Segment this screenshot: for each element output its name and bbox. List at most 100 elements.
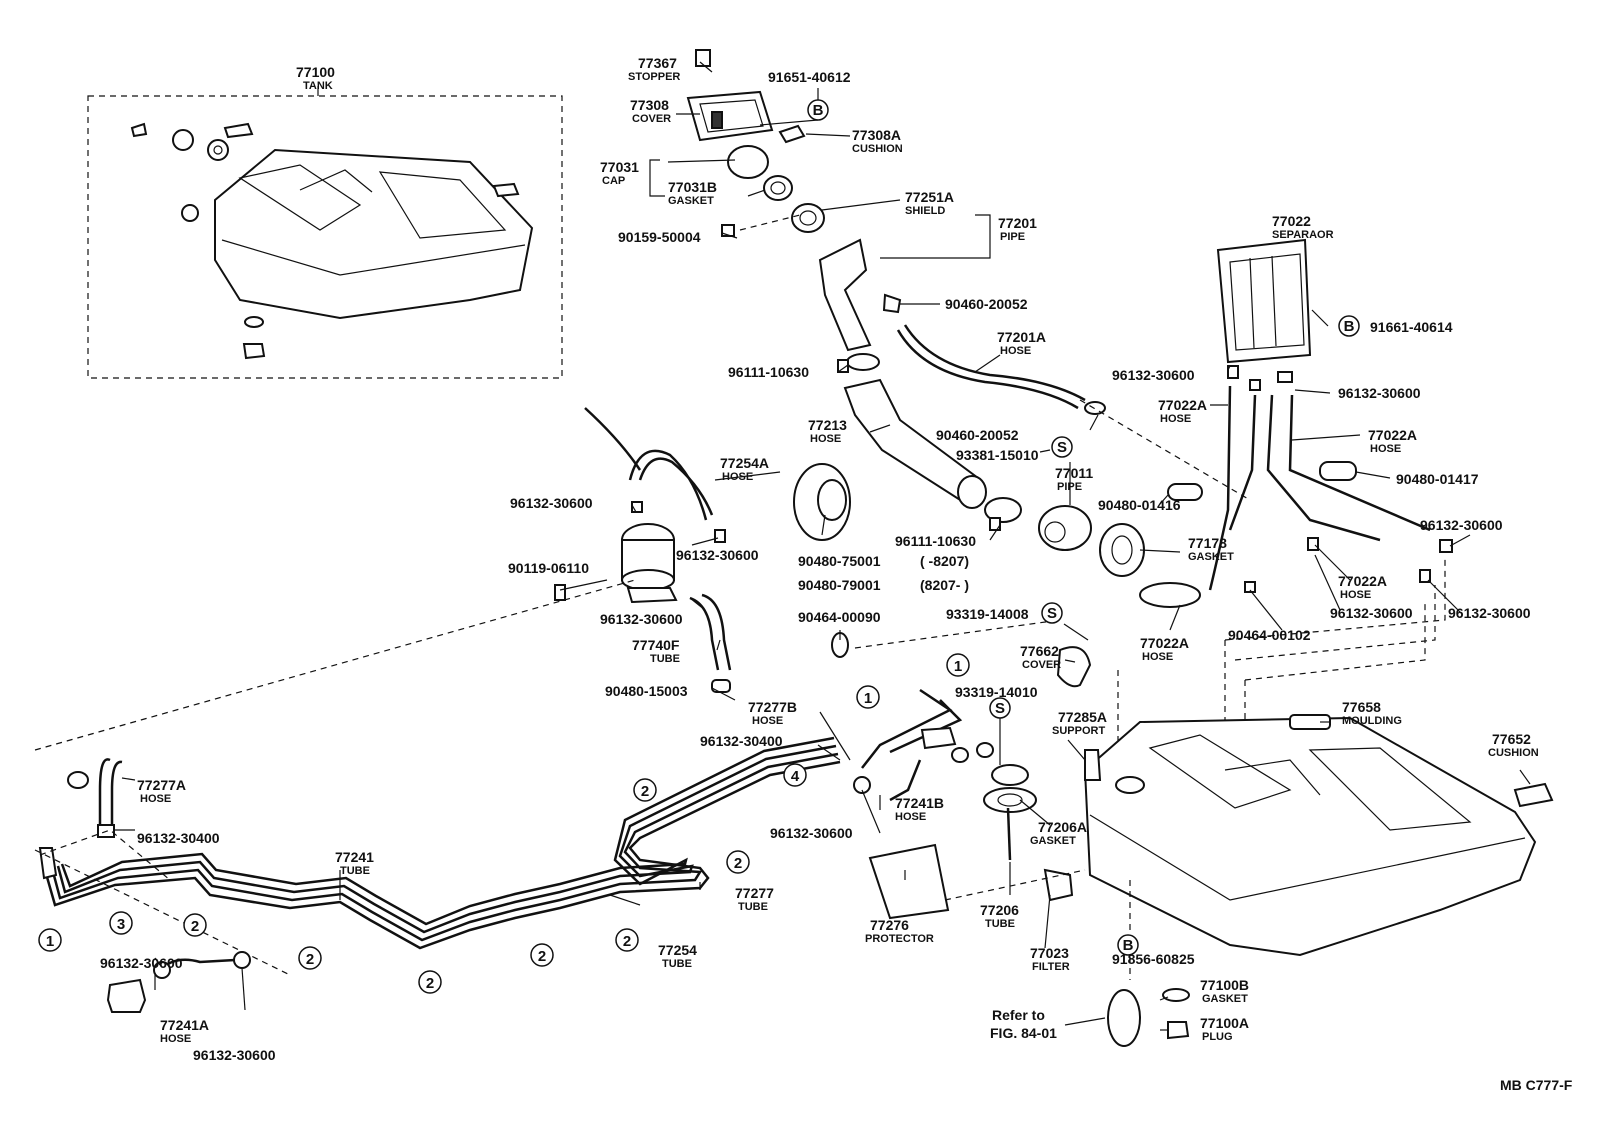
label-77652-num: 77652 xyxy=(1492,731,1531,747)
label-77206A-name: GASKET xyxy=(1030,835,1076,847)
callout-4: 4 xyxy=(791,768,800,785)
fuel-tube-bundle xyxy=(43,760,841,950)
fuel-cap xyxy=(727,145,769,179)
label-77100B-name: GASKET xyxy=(1202,993,1248,1005)
fuel-tank-main xyxy=(1083,716,1537,957)
center-fittings xyxy=(831,619,1102,920)
label-77031B-num: 77031B xyxy=(668,179,717,195)
breather-hose xyxy=(903,324,1086,402)
leader-lines xyxy=(115,61,1531,1031)
label-77241B-name: HOSE xyxy=(895,811,926,823)
label-91661-num: 91661-40614 xyxy=(1370,319,1453,335)
label-77241A-name: HOSE xyxy=(160,1033,191,1045)
label-90464-00090-num: 90464-00090 xyxy=(798,609,881,625)
callout-S: S xyxy=(1047,605,1057,622)
label-77213-num: 77213 xyxy=(808,417,847,433)
label-77308-name: COVER xyxy=(632,113,671,125)
main-fuel-tank xyxy=(1083,714,1554,1047)
label-77201A-num: 77201A xyxy=(997,329,1046,345)
label-77241-num: 77241 xyxy=(335,849,374,865)
label-77285A-num: 77285A xyxy=(1058,709,1107,725)
label-77285A-name: SUPPORT xyxy=(1052,725,1105,737)
label-77241B-num: 77241B xyxy=(895,795,944,811)
label-77100B-num: 77100B xyxy=(1200,977,1249,993)
label-90460b-num: 90460-20052 xyxy=(936,427,1019,443)
label-90480-15003-num: 90480-15003 xyxy=(605,683,688,699)
callout-3: 3 xyxy=(117,916,125,933)
callout-1: 1 xyxy=(864,690,872,707)
label-77277A-name: HOSE xyxy=(140,793,171,805)
label-77031B-name: GASKET xyxy=(668,195,714,207)
label-77022A-1-name: HOSE xyxy=(1160,413,1191,425)
label-77100-name: TANK xyxy=(303,80,333,92)
label-90464-00102-num: 90464-00102 xyxy=(1228,627,1311,643)
label-96132-sepR-num: 96132-30600 xyxy=(1338,385,1421,401)
fuel-pipe-77011 xyxy=(1038,505,1092,551)
callout-B: B xyxy=(1123,937,1134,954)
label-77022-name: SEPARAOR xyxy=(1272,229,1334,241)
label-77241-name: TUBE xyxy=(340,865,370,877)
label-77277B-name: HOSE xyxy=(752,715,783,727)
label-77251A-num: 77251A xyxy=(905,189,954,205)
label-77308A-num: 77308A xyxy=(852,127,901,143)
callout-1: 1 xyxy=(46,933,54,950)
label-93381-num: 93381-15010 xyxy=(956,447,1039,463)
callout-B: B xyxy=(1344,318,1355,335)
label-77022A-2-num: 77022A xyxy=(1368,427,1417,443)
label-77276-name: PROTECTOR xyxy=(865,933,934,945)
callout-2: 2 xyxy=(641,783,649,800)
label-77308-num: 77308 xyxy=(630,97,669,113)
label-77031-name: CAP xyxy=(602,175,625,187)
fuel-tank-inset xyxy=(214,148,534,320)
label-77308A-name: CUSHION xyxy=(852,143,903,155)
part-labels: 77100 TANK 77367 STOPPER 91651-40612 773… xyxy=(100,55,1573,1093)
label-91651-num: 91651-40612 xyxy=(768,69,851,85)
label-90119-num: 90119-06110 xyxy=(508,560,589,576)
callout-2: 2 xyxy=(306,951,314,968)
callout-2: 2 xyxy=(623,933,631,950)
gauge-gasket xyxy=(983,787,1037,813)
label-77254A-num: 77254A xyxy=(720,455,769,471)
filler-pipe xyxy=(818,238,872,352)
label-77201-name: PIPE xyxy=(1000,231,1025,243)
label-77277A-num: 77277A xyxy=(137,777,186,793)
callout-S: S xyxy=(995,700,1005,717)
refer-line1: Refer to xyxy=(992,1007,1045,1023)
fuel-lines xyxy=(34,736,841,1013)
label-90480-01416-num: 90480-01416 xyxy=(1098,497,1181,513)
label-96132-r1-num: 96132-30600 xyxy=(1420,517,1503,533)
label-96132-r3-num: 96132-30600 xyxy=(1448,605,1531,621)
label-77100A-name: PLUG xyxy=(1202,1031,1233,1043)
label-77023-num: 77023 xyxy=(1030,945,1069,961)
label-77022A-3-num: 77022A xyxy=(1338,573,1387,589)
label-77277B-num: 77277B xyxy=(748,699,797,715)
label-77022A-1-num: 77022A xyxy=(1158,397,1207,413)
label-77367-name: STOPPER xyxy=(628,71,680,83)
label-77206-num: 77206 xyxy=(980,902,1019,918)
tank-inset xyxy=(87,86,563,379)
label-77011-num: 77011 xyxy=(1055,465,1093,481)
label-77022A-2-name: HOSE xyxy=(1370,443,1401,455)
label-77100A-num: 77100A xyxy=(1200,1015,1249,1031)
label-96132-f2-num: 96132-30600 xyxy=(676,547,759,563)
label-90480-79001-range: (8207- ) xyxy=(920,577,969,593)
label-96111b-num: 96111-10630 xyxy=(895,533,976,549)
filter-77023 xyxy=(1043,868,1074,902)
label-77031-num: 77031 xyxy=(600,159,639,175)
label-96132-r2-num: 96132-30600 xyxy=(1330,605,1413,621)
refer-line2: FIG. 84-01 xyxy=(990,1025,1057,1041)
label-77662-name: COVER xyxy=(1022,659,1061,671)
label-96132-f3-num: 96132-30600 xyxy=(600,611,683,627)
label-77201A-name: HOSE xyxy=(1000,345,1031,357)
callout-2: 2 xyxy=(426,975,434,992)
cushion-77652 xyxy=(1513,782,1554,808)
tank-inset-border xyxy=(87,95,563,379)
stopper-part xyxy=(695,49,711,67)
callout-2: 2 xyxy=(734,855,742,872)
label-77658-name: MOULDING xyxy=(1342,715,1402,727)
callout-1: 1 xyxy=(954,658,962,675)
label-77740F-name: TUBE xyxy=(650,653,680,665)
label-96132-bl2-num: 96132-30600 xyxy=(193,1047,276,1063)
